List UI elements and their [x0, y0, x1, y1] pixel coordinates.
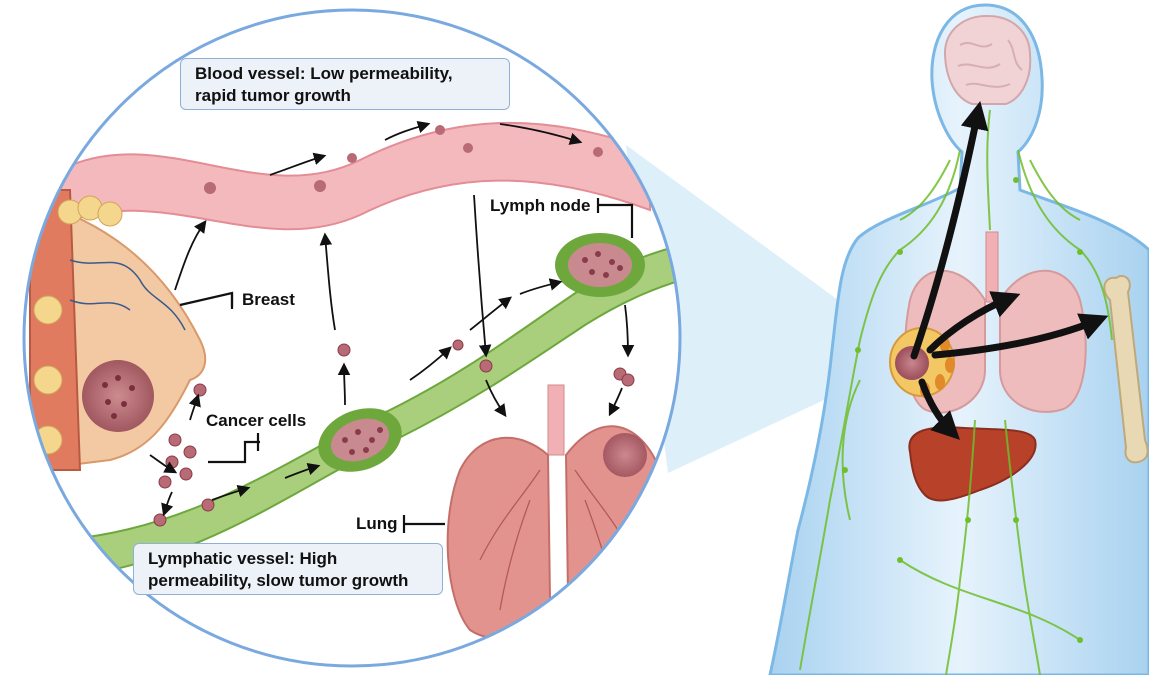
cancer-cells-label: Cancer cells	[206, 411, 306, 431]
lymphatic-vessel-caption: Lymphatic vessel: High permeability, slo…	[133, 543, 443, 595]
blood-vessel-caption-line1: Blood vessel: Low permeability,	[195, 63, 495, 85]
breast-label: Breast	[242, 290, 295, 310]
brain-icon	[945, 16, 1030, 104]
lymphatic-vessel-caption-line1: Lymphatic vessel: High	[148, 548, 428, 570]
blood-vessel-caption-line2: rapid tumor growth	[195, 85, 495, 107]
lymph-node-label: Lymph node	[490, 196, 590, 216]
primary-tumor	[82, 360, 154, 432]
lymphatic-vessel-caption-line2: permeability, slow tumor growth	[148, 570, 428, 592]
blood-vessel-caption: Blood vessel: Low permeability, rapid tu…	[180, 58, 510, 110]
lung-label: Lung	[356, 514, 398, 534]
